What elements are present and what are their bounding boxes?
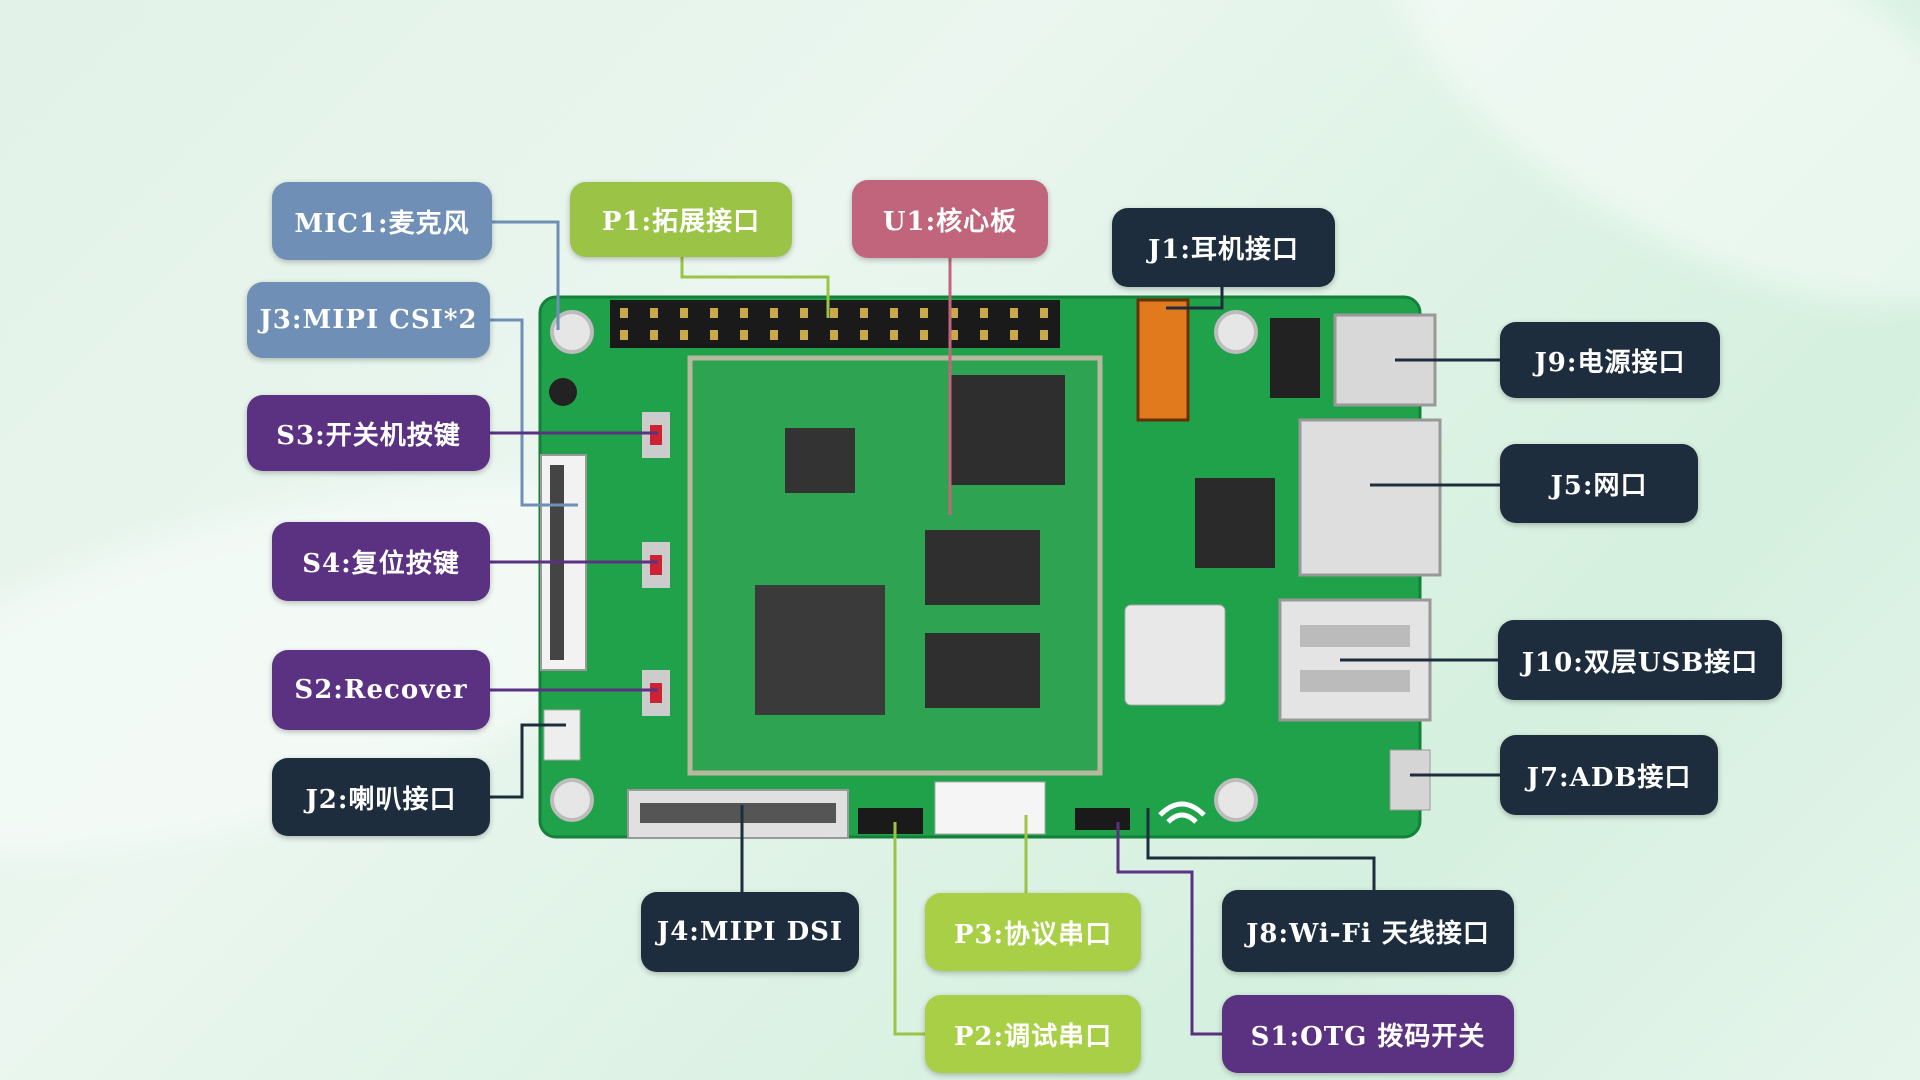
ddr-chip [925,633,1040,708]
label-j8: J8:Wi-Fi 天线接口 [1222,890,1514,972]
microphone [549,378,577,406]
label-s4: S4:复位按键 [272,522,490,601]
label-p2: P2:调试串口 [925,995,1141,1073]
label-j2: J2:喇叭接口 [272,758,490,836]
label-p3: P3:协议串口 [925,893,1141,971]
mounting-hole [550,310,594,354]
mounting-hole [1214,310,1258,354]
label-s3: S3:开关机按键 [247,395,490,471]
memory-chip [950,375,1065,485]
label-j1: J1:耳机接口 [1112,208,1335,287]
ddr-chip [925,530,1040,605]
adb-port [1389,749,1431,811]
label-j10: J10:双层USB接口 [1498,620,1782,700]
serial-connector [934,781,1046,835]
expansion-header [610,300,1060,348]
label-j9: J9:电源接口 [1500,322,1720,398]
otg-switch [1075,808,1130,830]
label-s1: S1:OTG 拨码开关 [1222,995,1514,1073]
wifi-module [1124,604,1226,706]
header-pins [620,308,1048,340]
label-mic1: MIC1:麦克风 [272,182,492,260]
label-p1: P1:拓展接口 [570,182,792,257]
chip [785,428,855,493]
label-j3: J3:MIPI CSI*2 [247,282,490,358]
transformer [1195,478,1275,568]
label-s2: S2:Recover [272,650,490,730]
inductor [1270,318,1320,398]
label-j4: J4:MIPI DSI [641,892,859,972]
soc-chip [755,585,885,715]
headphone-jack [1136,298,1190,422]
label-j5: J5:网口 [1500,444,1698,523]
debug-header [858,808,923,834]
label-j7: J7:ADB接口 [1500,735,1718,815]
label-u1: U1:核心板 [852,180,1048,258]
mounting-hole [1214,778,1258,822]
speaker-connector [543,709,581,761]
mounting-hole [550,778,594,822]
leader-lines [490,220,1500,1036]
ethernet-port [1298,418,1442,577]
